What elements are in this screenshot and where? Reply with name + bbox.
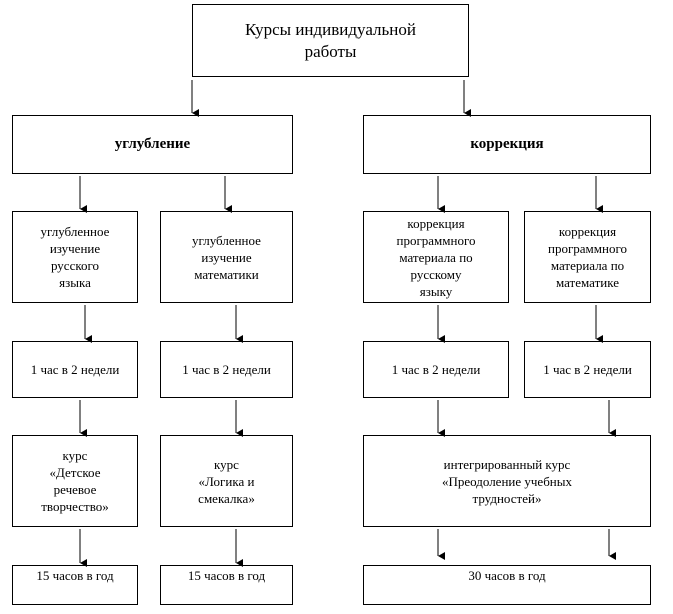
course-speech-label: курс «Детское речевое творчество» [41, 448, 109, 514]
hours-box-1: 15 часов в год [12, 565, 138, 605]
frequency-box-3: 1 час в 2 недели [363, 341, 509, 398]
subject-russian-box: углубленное изучение русского языка [12, 211, 138, 303]
frequency-label-4: 1 час в 2 недели [543, 362, 632, 377]
branch-deepening-box: углубление [12, 115, 293, 174]
frequency-box-1: 1 час в 2 недели [12, 341, 138, 398]
course-speech-box: курс «Детское речевое творчество» [12, 435, 138, 527]
hours-box-3: 30 часов в год [363, 565, 651, 605]
subject-math-label: углубленное изучение математики [192, 232, 261, 282]
branch-deepening-label: углубление [114, 136, 191, 152]
frequency-box-2: 1 час в 2 недели [160, 341, 293, 398]
course-integrated-label: интегрированный курс «Преодоление учебны… [441, 456, 573, 506]
frequency-label-3: 1 час в 2 недели [391, 362, 481, 377]
hours-label-2: 15 часов в год [187, 568, 266, 583]
root-box: Курсы индивидуальной работы [192, 4, 469, 77]
course-logic-box: курс «Логика и смекалка» [160, 435, 293, 527]
branch-correction-label: коррекция [470, 136, 544, 152]
hours-box-2: 15 часов в год [160, 565, 293, 605]
subject-math-box: углубленное изучение математики [160, 211, 293, 303]
frequency-label-1: 1 час в 2 недели [30, 362, 120, 377]
subject-correction-russian-label: коррекция программного материала по русс… [396, 215, 476, 299]
root-title: Курсы индивидуальной работы [245, 19, 416, 61]
subject-correction-russian-box: коррекция программного материала по русс… [363, 211, 509, 303]
course-integrated-box: интегрированный курс «Преодоление учебны… [363, 435, 651, 527]
hours-label-3: 30 часов в год [468, 568, 546, 583]
subject-correction-math-label: коррекция программного материала по мате… [548, 224, 627, 290]
course-logic-label: курс «Логика и смекалка» [198, 456, 255, 506]
frequency-box-4: 1 час в 2 недели [524, 341, 651, 398]
frequency-label-2: 1 час в 2 недели [182, 362, 271, 377]
branch-correction-box: коррекция [363, 115, 651, 174]
hours-label-1: 15 часов в год [36, 568, 114, 583]
subject-correction-math-box: коррекция программного материала по мате… [524, 211, 651, 303]
subject-russian-label: углубленное изучение русского языка [40, 224, 110, 290]
